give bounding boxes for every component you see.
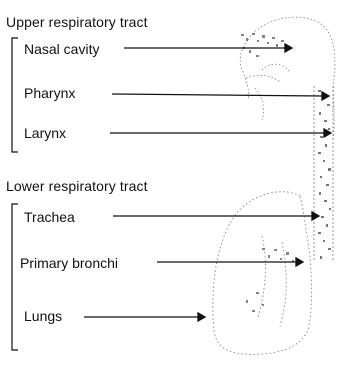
upper-tract-bracket (12, 38, 18, 152)
upper-tract-heading: Upper respiratory tract (6, 15, 148, 29)
larynx-label: Larynx (24, 126, 66, 140)
lower-tract-bracket (12, 204, 18, 350)
nasal-cavity-label: Nasal cavity (24, 42, 99, 56)
airway-column-stipple (318, 90, 331, 259)
trachea-arrowhead (312, 212, 319, 220)
lungs-label: Lungs (24, 309, 62, 323)
primary-bronchi-arrowhead (296, 258, 303, 266)
lungs-arrowhead (198, 313, 205, 321)
nasal-cavity-stipple (241, 33, 284, 57)
pharynx-label: Pharynx (24, 86, 75, 100)
pharynx-leader (112, 94, 322, 96)
head-sketch (240, 17, 335, 140)
nasal-cavity-arrowhead (285, 44, 292, 52)
airway-column-outline (314, 86, 333, 262)
lower-tract-heading: Lower respiratory tract (6, 179, 148, 193)
trachea-label: Trachea (24, 210, 75, 224)
bronchi-stipple (246, 248, 294, 312)
larynx-arrowhead (324, 129, 331, 137)
primary-bronchi-label: Primary bronchi (20, 256, 118, 270)
pharynx-arrowhead (322, 92, 329, 100)
